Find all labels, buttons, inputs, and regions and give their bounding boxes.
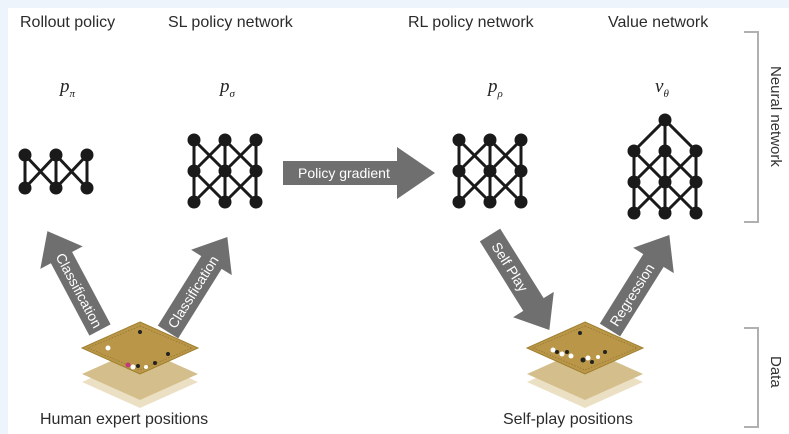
- neural-network-bracket-label: Neural network: [767, 66, 784, 167]
- policy-gradient-arrow: Policy gradient: [283, 147, 435, 199]
- neural-network-bracket: [744, 31, 759, 223]
- rollout-policy-title: Rollout policy: [20, 14, 116, 31]
- classification-left-label: Classification: [53, 250, 106, 330]
- self-play-arrow: Self Play: [479, 228, 554, 330]
- value-network-icon: [627, 113, 703, 220]
- policy-gradient-label: Policy gradient: [298, 165, 390, 181]
- value-symbol-sub: θ: [663, 87, 669, 100]
- rollout-network-icon: [18, 148, 94, 195]
- value-symbol-base: v: [655, 76, 664, 97]
- sl-symbol: pσ: [220, 76, 235, 100]
- value-network-title: Value network: [608, 14, 709, 31]
- rollout-symbol-sub: π: [69, 87, 76, 100]
- regression-label: Regression: [606, 261, 657, 330]
- sl-symbol-base: p: [220, 76, 230, 97]
- sl-policy-title: SL policy network: [168, 14, 293, 31]
- sl-symbol-sub: σ: [229, 87, 235, 100]
- data-bracket: [744, 327, 759, 428]
- classification-left-arrow: Classification: [40, 231, 111, 336]
- data-bracket-label: Data: [767, 356, 784, 388]
- human-expert-positions-label: Human expert positions: [40, 411, 209, 428]
- rl-network-icon: [452, 133, 528, 209]
- sl-network-icon: [187, 133, 263, 209]
- regression-arrow: Regression: [599, 235, 674, 337]
- rl-symbol: pρ: [488, 76, 503, 100]
- self-play-positions-label: Self-play positions: [503, 411, 633, 428]
- human-expert-board-icon: [80, 321, 200, 408]
- value-symbol: vθ: [655, 76, 669, 100]
- rollout-symbol: pπ: [60, 76, 75, 100]
- rollout-symbol-base: p: [60, 76, 70, 97]
- rl-policy-title: RL policy network: [408, 14, 534, 31]
- classification-right-label: Classification: [164, 253, 221, 331]
- rl-symbol-sub: ρ: [497, 87, 503, 100]
- self-play-board-icon: [525, 321, 645, 408]
- classification-right-arrow: Classification: [157, 237, 232, 339]
- rl-symbol-base: p: [488, 76, 498, 97]
